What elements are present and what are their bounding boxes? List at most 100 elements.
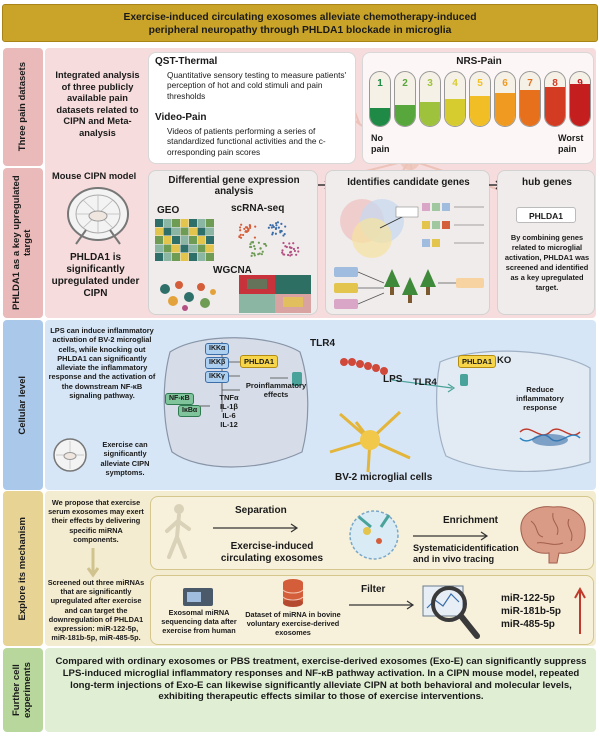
scatter-point — [283, 253, 286, 256]
scatter-point — [261, 250, 264, 253]
nfkb-node: NF-κB — [165, 393, 194, 405]
lps-label: LPS — [383, 374, 403, 385]
heatmap-cell — [180, 227, 189, 236]
scatter-point — [253, 252, 256, 255]
scatter-point — [240, 223, 243, 226]
scatter-point — [251, 240, 255, 244]
sidebar-phlda1-target: PHLDA1 as a key upregulated target — [3, 168, 43, 318]
nrs-level-8: 8 — [544, 71, 566, 127]
exercise-exosomes-label: Exercise-induced circulating exosomes — [220, 541, 324, 564]
nrs-level-1: 1 — [369, 71, 391, 127]
phlda1-upregulated-text: PHLDA1 is significantly upregulated unde… — [51, 252, 140, 299]
scatter-point — [281, 251, 284, 254]
wgcna-network — [160, 281, 216, 311]
sidebar-further-experiments: Further cell experiments — [3, 648, 43, 732]
heatmap-cell — [163, 236, 172, 244]
scatter-point — [257, 241, 260, 244]
scatter-point — [286, 253, 290, 257]
video-pain-title: Video-Pain — [155, 112, 207, 123]
scatter-point — [259, 247, 262, 250]
systematic-label: Systematicidentification and in vivo tra… — [413, 543, 519, 564]
cytokine-tnfa: TNFα — [219, 393, 239, 402]
scatter-point — [283, 232, 286, 236]
heatmap-cell — [155, 236, 163, 244]
hub-genes-text: By combining genes related to microglial… — [504, 233, 590, 292]
wgcna-heatmap — [239, 275, 311, 313]
scatter-point — [248, 225, 252, 228]
ikba-node: IκBα — [178, 405, 202, 417]
database-icon — [282, 579, 304, 607]
heatmap-cell — [206, 227, 214, 236]
down-arrow-mechanism — [86, 548, 100, 578]
heatmap-cell — [155, 244, 163, 253]
scatter-point — [258, 252, 261, 255]
runner-icon — [165, 504, 191, 559]
nrs-pain-title: NRS-Pain — [456, 56, 502, 67]
wgcna-label: WGCNA — [213, 265, 252, 276]
nrs-level-fill — [420, 102, 440, 126]
geo-heatmap — [155, 219, 214, 261]
enrichment-label: Enrichment — [443, 515, 499, 526]
video-pain-text: Videos of patients performing a series o… — [167, 126, 326, 157]
cytokines-list: TNFα IL-1β IL-6 IL-12 — [214, 393, 244, 429]
hub-gene-phlda1: PHLDA1 — [516, 207, 576, 223]
dataset-mirna-label: Dataset of miRNA in bovine voluntary exe… — [245, 610, 341, 637]
cytokine-il12: IL-12 — [220, 420, 238, 429]
bv2-microglial-label: BV-2 microglial cells — [335, 472, 433, 483]
scatter-point — [246, 229, 250, 232]
mirna-122-5p: miR-122-5p — [501, 593, 555, 604]
section-further-bg — [45, 648, 596, 732]
scatter-point — [263, 242, 266, 246]
scatter-point — [250, 254, 253, 257]
no-pain-label: No pain — [371, 133, 390, 154]
scatter-point — [253, 245, 256, 248]
heatmap-cell — [172, 227, 180, 236]
scatter-point — [276, 221, 280, 224]
sidebar-label: Cellular level — [16, 375, 28, 435]
nrs-level-fill — [395, 105, 415, 126]
scatter-point — [289, 254, 292, 257]
scatter-point — [292, 242, 295, 245]
heatmap-cell — [189, 253, 197, 261]
nrs-level-5: 5 — [469, 71, 491, 127]
heatmap-cell — [197, 236, 206, 244]
deg-panel: Differential gene expression analysis GE… — [148, 170, 318, 315]
scatter-point — [243, 227, 246, 231]
sidebar-label: Further cell experiments — [11, 662, 33, 718]
nrs-level-number: 7 — [527, 78, 533, 89]
scatter-point — [275, 222, 278, 225]
geo-label: GEO — [157, 205, 180, 216]
exosome-isolation-card: Separation Exercise-induced circulating … — [150, 496, 594, 570]
enrichment-arrow — [413, 531, 489, 541]
venn-diagram — [340, 199, 419, 258]
scatter-point — [250, 245, 253, 249]
heatmap-cell — [172, 236, 180, 244]
scatter-point — [284, 225, 287, 228]
heatmap-cell — [189, 219, 197, 227]
separation-label: Separation — [235, 505, 287, 516]
mouse-cipn-label: Mouse CIPN model — [52, 171, 137, 181]
heatmap-cell — [163, 253, 172, 261]
integrated-analysis-text: Integrated analysis of three publicly av… — [55, 70, 140, 138]
scatter-point — [269, 224, 272, 227]
proinflammatory-effects-label: Proinflammatory effects — [245, 381, 307, 399]
ikka-node: IKKα — [205, 343, 230, 355]
heatmap-cell — [155, 219, 163, 227]
nrs-level-3: 3 — [419, 71, 441, 127]
scatter-point — [248, 226, 252, 230]
scatter-point — [260, 253, 263, 256]
heatmap-cell — [180, 244, 189, 253]
scatter-point — [290, 246, 293, 250]
heatmap-cell — [206, 219, 214, 227]
scatter-point — [246, 227, 249, 230]
mirna-181b-5p: miR-181b-5p — [501, 606, 562, 617]
scatter-point — [254, 225, 257, 228]
running-wheel-icon — [67, 187, 129, 245]
scatter-point — [242, 233, 245, 237]
heatmap-cell — [197, 227, 206, 236]
hub-genes-panel: hub genes PHLDA1 By combining genes rela… — [497, 170, 595, 315]
nrs-level-fill — [445, 99, 465, 126]
phlda1-ko-box: PHLDA1 — [458, 355, 497, 368]
qst-thermal-text: Quantitative sensory testing to measure … — [167, 70, 347, 101]
scatter-point — [279, 231, 282, 234]
